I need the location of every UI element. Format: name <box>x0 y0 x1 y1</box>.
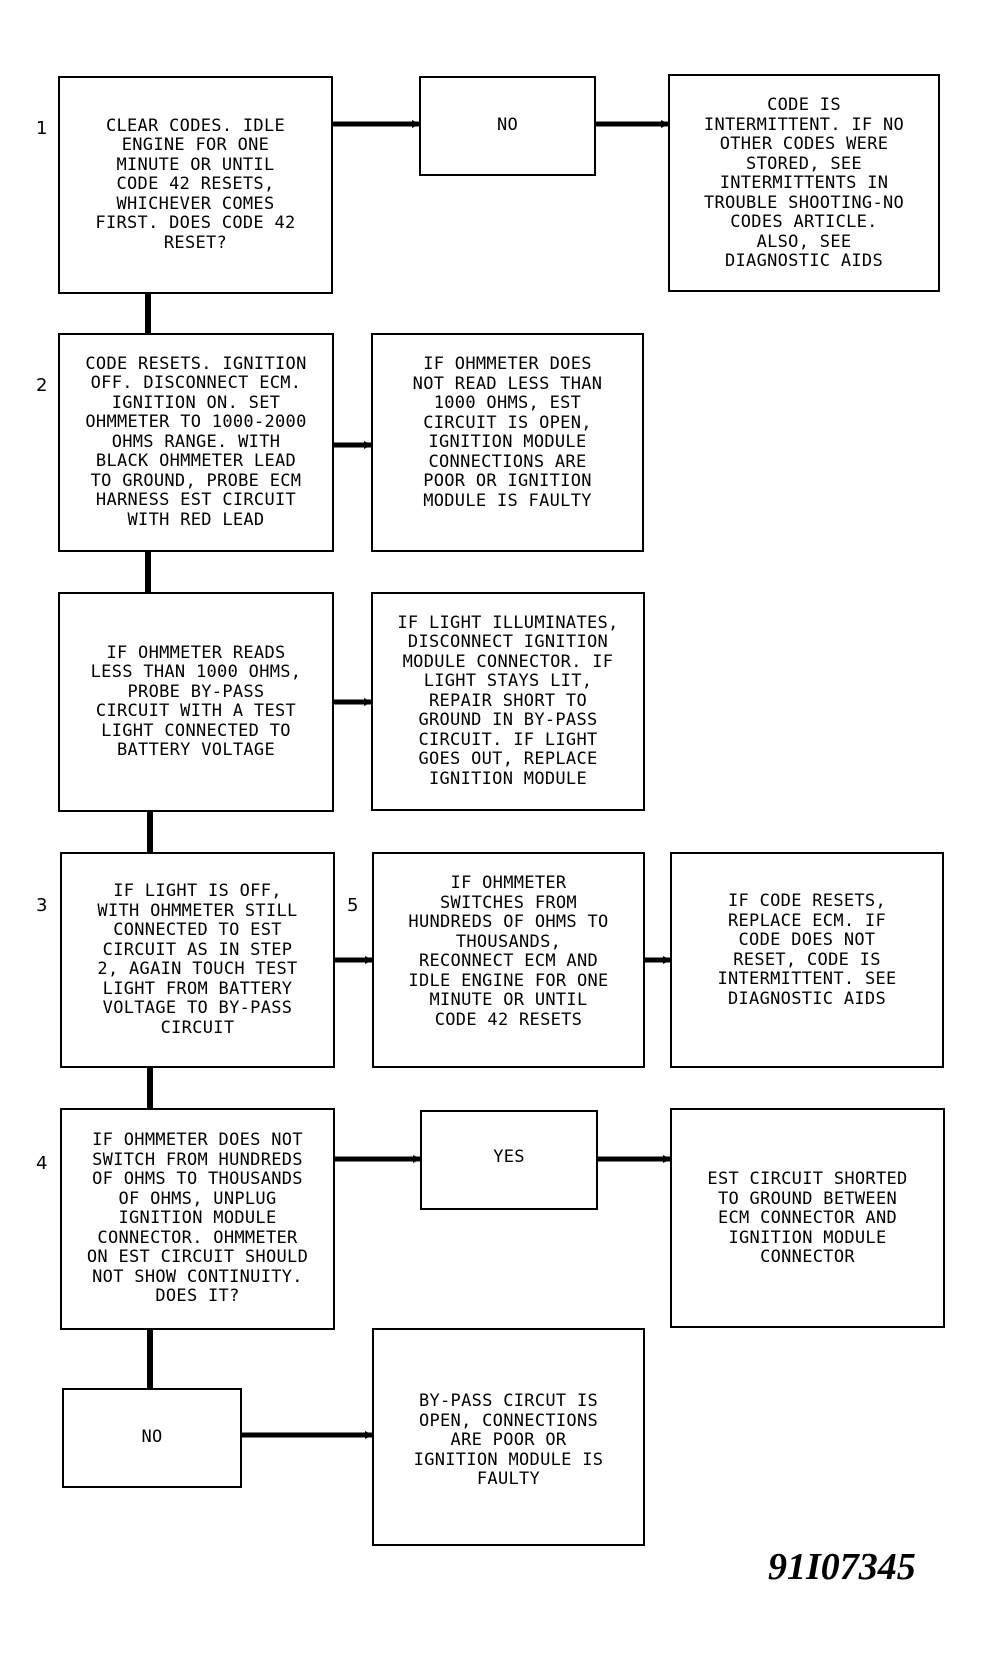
no-decision-box-2: NO <box>62 1388 242 1488</box>
step2-text: CODE RESETS. IGNITION OFF. DISCONNECT EC… <box>85 353 307 530</box>
no-decision-box-1: NO <box>419 76 596 176</box>
step4-box: IF OHMMETER DOES NOT SWITCH FROM HUNDRED… <box>60 1108 335 1330</box>
intermittent-box: CODE IS INTERMITTENT. IF NO OTHER CODES … <box>668 74 940 292</box>
figure-id: 91I07345 <box>768 1546 916 1588</box>
step4-text: IF OHMMETER DOES NOT SWITCH FROM HUNDRED… <box>86 1130 309 1307</box>
light-result-text: IF LIGHT ILLUMINATES, DISCONNECT IGNITIO… <box>397 612 619 789</box>
light-result-box: IF LIGHT ILLUMINATES, DISCONNECT IGNITIO… <box>371 592 645 811</box>
step5-box: IF OHMMETER SWITCHES FROM HUNDREDS OF OH… <box>372 852 645 1068</box>
probe-bypass-text: IF OHMMETER READS LESS THAN 1000 OHMS, P… <box>90 642 302 760</box>
step-number-3: 3 <box>36 895 48 916</box>
est-shorted-box: EST CIRCUIT SHORTED TO GROUND BETWEEN EC… <box>670 1108 945 1328</box>
step-number-5: 5 <box>347 895 359 916</box>
step3-text: IF LIGHT IS OFF, WITH OHMMETER STILL CON… <box>97 881 298 1038</box>
step1-box: CLEAR CODES. IDLE ENGINE FOR ONE MINUTE … <box>58 76 333 294</box>
step2-result-text: IF OHMMETER DOES NOT READ LESS THAN 1000… <box>412 354 603 511</box>
step-number-1: 1 <box>36 118 48 139</box>
step2-result-box: IF OHMMETER DOES NOT READ LESS THAN 1000… <box>371 333 644 552</box>
step-number-2: 2 <box>36 375 48 396</box>
step2-box: CODE RESETS. IGNITION OFF. DISCONNECT EC… <box>58 333 334 552</box>
yes-decision-box: YES <box>420 1110 598 1210</box>
intermittent-text: CODE IS INTERMITTENT. IF NO OTHER CODES … <box>703 95 905 271</box>
step1-text: CLEAR CODES. IDLE ENGINE FOR ONE MINUTE … <box>95 115 296 253</box>
no-decision-text-2: NO <box>141 1427 163 1448</box>
est-shorted-text: EST CIRCUIT SHORTED TO GROUND BETWEEN EC… <box>707 1169 908 1267</box>
yes-decision-text: YES <box>493 1147 525 1167</box>
step5-result-box: IF CODE RESETS, REPLACE ECM. IF CODE DOE… <box>670 852 944 1068</box>
no-decision-text-1: NO <box>496 115 519 136</box>
step3-box: IF LIGHT IS OFF, WITH OHMMETER STILL CON… <box>60 852 335 1068</box>
bypass-open-text: BY-PASS CIRCUT IS OPEN, CONNECTIONS ARE … <box>413 1391 604 1489</box>
step-number-4: 4 <box>36 1153 48 1174</box>
step5-text: IF OHMMETER SWITCHES FROM HUNDREDS OF OH… <box>408 873 609 1030</box>
step5-result-text: IF CODE RESETS, REPLACE ECM. IF CODE DOE… <box>717 891 897 1009</box>
probe-bypass-box: IF OHMMETER READS LESS THAN 1000 OHMS, P… <box>58 592 334 812</box>
bypass-open-box: BY-PASS CIRCUT IS OPEN, CONNECTIONS ARE … <box>372 1328 645 1546</box>
